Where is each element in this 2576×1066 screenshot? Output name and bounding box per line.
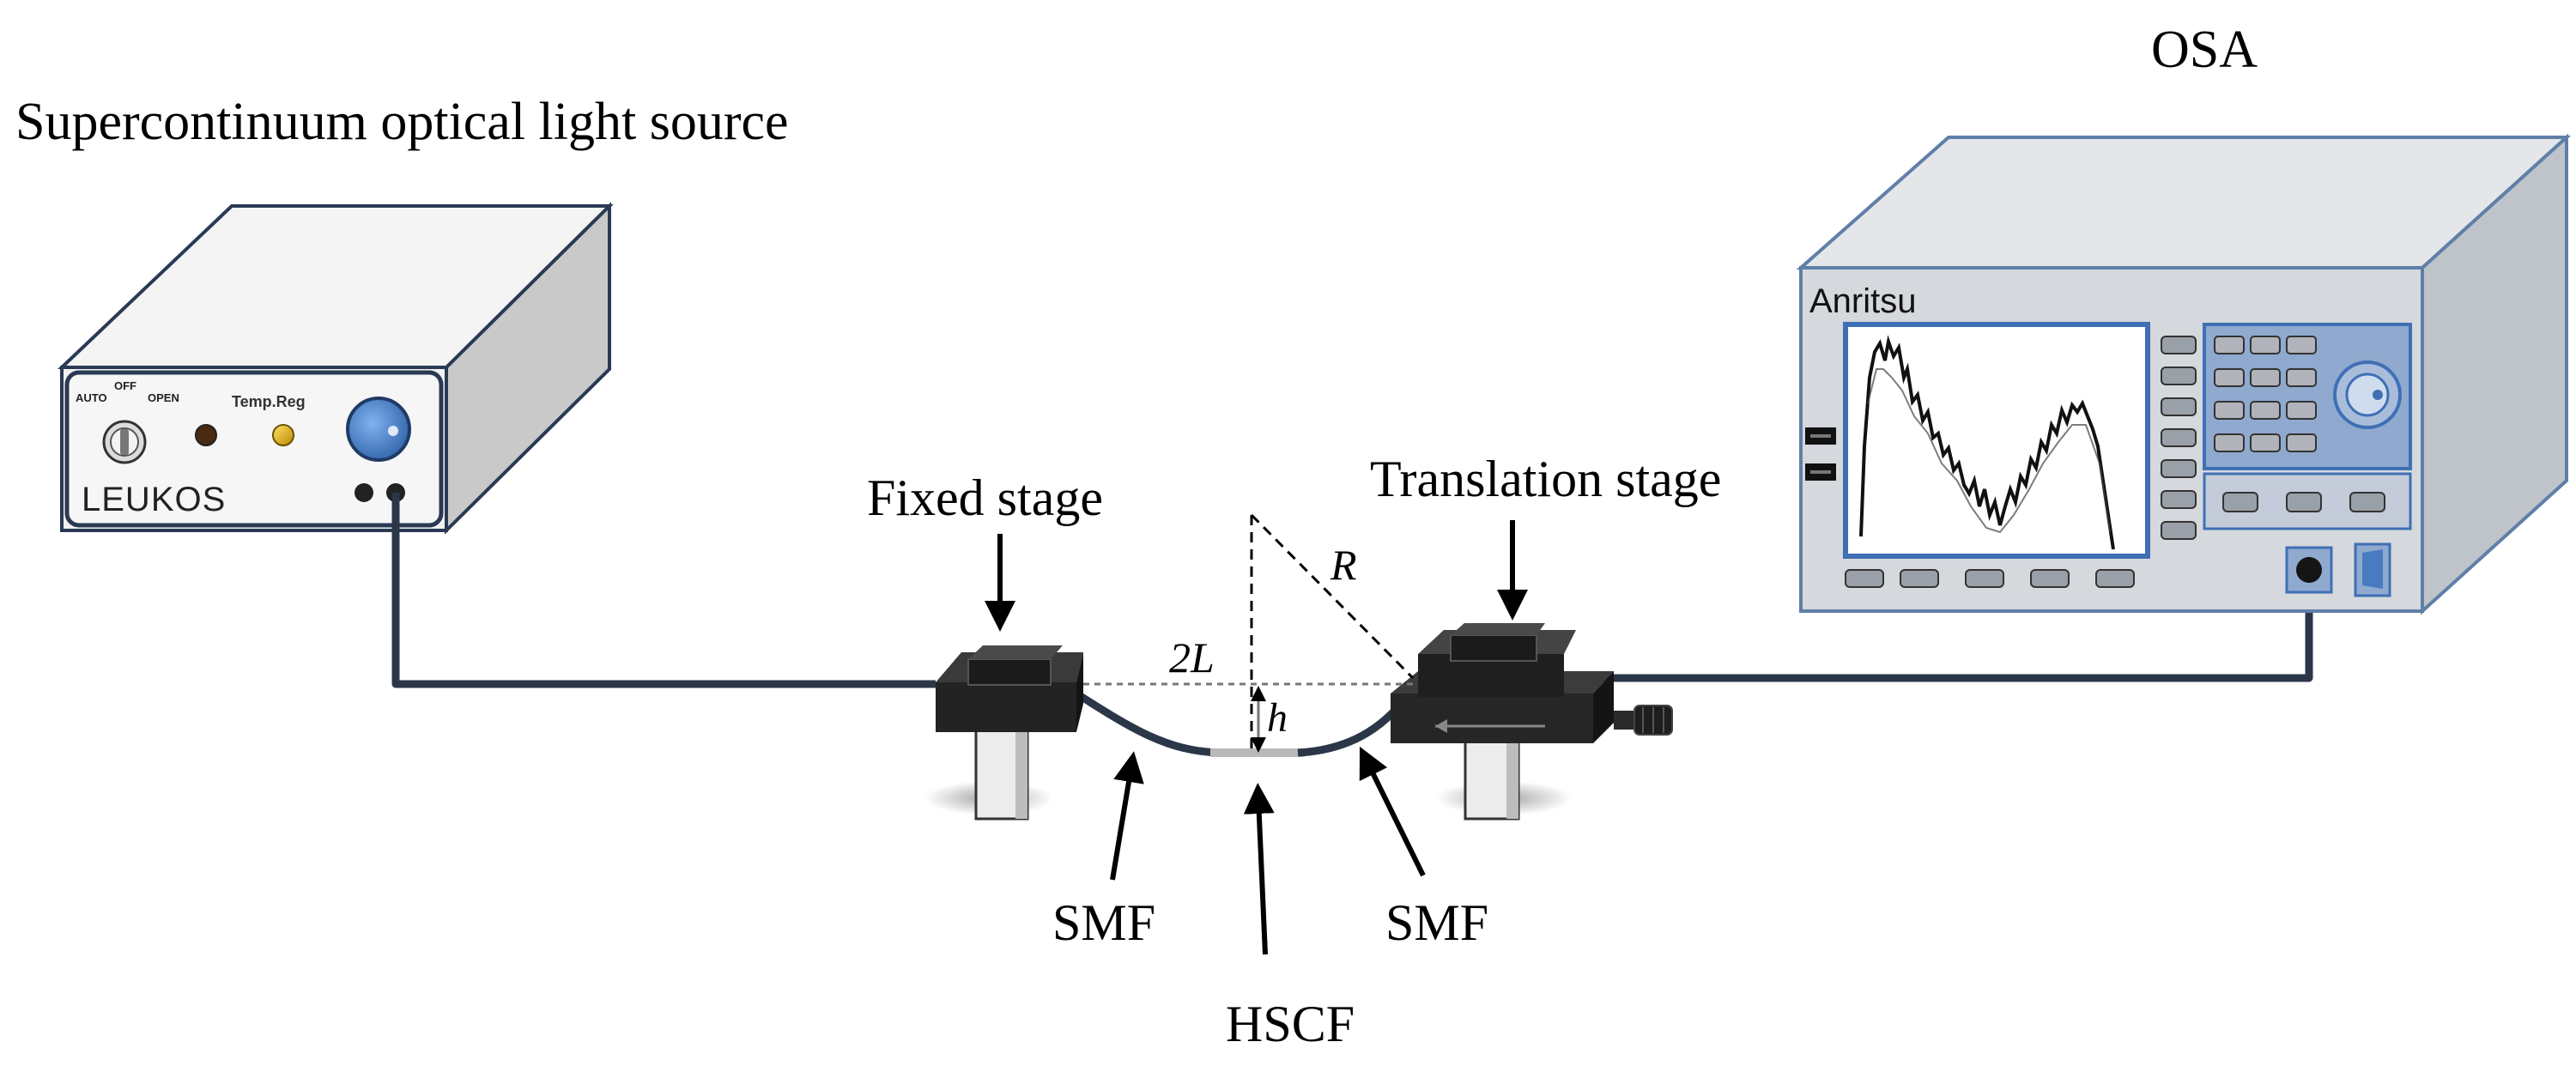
osa-softkey-5[interactable] — [2161, 459, 2197, 478]
osa-softkey-3[interactable] — [2161, 397, 2197, 416]
switch-open-label: OPEN — [148, 391, 179, 404]
radius-r-line — [1250, 513, 1415, 680]
osa-key-9[interactable] — [2286, 401, 2317, 420]
osa-function-key-2[interactable] — [2286, 492, 2322, 512]
switch-auto-label: AUTO — [76, 391, 107, 404]
osa-key-10[interactable] — [2214, 433, 2245, 452]
osa-key-12[interactable] — [2286, 433, 2317, 452]
temp-reg-label: Temp.Reg — [232, 393, 306, 410]
osa-screen — [1843, 322, 2150, 559]
r-label: R — [1330, 541, 1357, 589]
output-port-1-icon — [355, 483, 373, 502]
rotary-dial-icon[interactable] — [2333, 360, 2402, 429]
osa-softkey-2[interactable] — [2161, 366, 2197, 385]
smf-left-fiber — [1074, 690, 1220, 757]
fixed-stage — [924, 645, 1083, 821]
two-l-label: 2L — [1169, 633, 1215, 681]
light-source-label: Supercontinuum optical light source — [15, 93, 789, 151]
osa-key-11[interactable] — [2250, 433, 2281, 452]
osa-softkey-6[interactable] — [2161, 490, 2197, 509]
light-source-front-panel — [64, 370, 444, 528]
micrometer-knob-icon[interactable] — [1614, 705, 1673, 736]
osa-brand: Anritsu — [1809, 282, 1917, 320]
smf-left-label: SMF — [1052, 894, 1155, 951]
switch-off-label: OFF — [114, 379, 136, 392]
smf-right-label: SMF — [1385, 894, 1488, 951]
osa-input-connector-icon — [2296, 557, 2322, 583]
bending-geometry: 2L h R — [1083, 513, 1416, 753]
osa-key-4[interactable] — [2214, 368, 2245, 387]
fixed-stage-clamp — [967, 658, 1052, 686]
translation-stage — [1391, 623, 1673, 821]
osa-key-3[interactable] — [2286, 336, 2317, 354]
translation-stage-rail — [1391, 694, 1593, 743]
osa-softkey-4[interactable] — [2161, 428, 2197, 447]
h-label: h — [1267, 695, 1288, 741]
fixed-stage-label: Fixed stage — [867, 469, 1103, 526]
key-switch-icon[interactable] — [102, 420, 147, 464]
osa-keypad — [2214, 336, 2317, 452]
osa-key-8[interactable] — [2250, 401, 2281, 420]
fiber-source-to-fixed-stage — [391, 493, 936, 688]
smf-right-up-arrow-icon — [1359, 746, 1426, 877]
osa-function-key-1[interactable] — [2222, 492, 2258, 512]
power-knob-icon[interactable] — [346, 397, 411, 462]
osa-key-1[interactable] — [2214, 336, 2245, 354]
osa-bottom-key-3[interactable] — [1965, 569, 2004, 588]
hscf-label: HSCF — [1226, 996, 1355, 1052]
osa-input-port — [2285, 546, 2333, 594]
osa-bottom-key-5[interactable] — [2095, 569, 2135, 588]
osa-softkey-1[interactable] — [2161, 336, 2197, 354]
osa-softkeys — [2161, 336, 2197, 540]
translation-stage-label: Translation stage — [1370, 451, 1721, 507]
osa-bottom-key-1[interactable] — [1845, 569, 1884, 588]
osa-key-7[interactable] — [2214, 401, 2245, 420]
osa-key-6[interactable] — [2286, 368, 2317, 387]
osa-bottom-key-4[interactable] — [2030, 569, 2070, 588]
translation-stage-clamp — [1450, 634, 1537, 662]
fixed-stage-base — [936, 682, 1076, 732]
osa-key-2[interactable] — [2250, 336, 2281, 354]
temp-reg-led-icon — [272, 424, 294, 446]
osa-function-key-3[interactable] — [2349, 492, 2385, 512]
light-source-box: AUTO OFF OPEN Temp.Reg LEUKOS — [57, 202, 614, 535]
osa-instrument: Anritsu — [1796, 133, 2572, 615]
osa-bottom-key-2[interactable] — [1900, 569, 1939, 588]
osa-key-5[interactable] — [2250, 368, 2281, 387]
osa-label: OSA — [2151, 21, 2258, 79]
light-source-brand: LEUKOS — [82, 481, 226, 518]
status-led-icon — [195, 424, 217, 446]
osa-softkey-7[interactable] — [2161, 521, 2197, 540]
hscf-up-arrow-icon — [1243, 783, 1275, 955]
osa-spectrum-trace — [1859, 335, 2115, 550]
smf-left-up-arrow-icon — [1110, 751, 1144, 881]
